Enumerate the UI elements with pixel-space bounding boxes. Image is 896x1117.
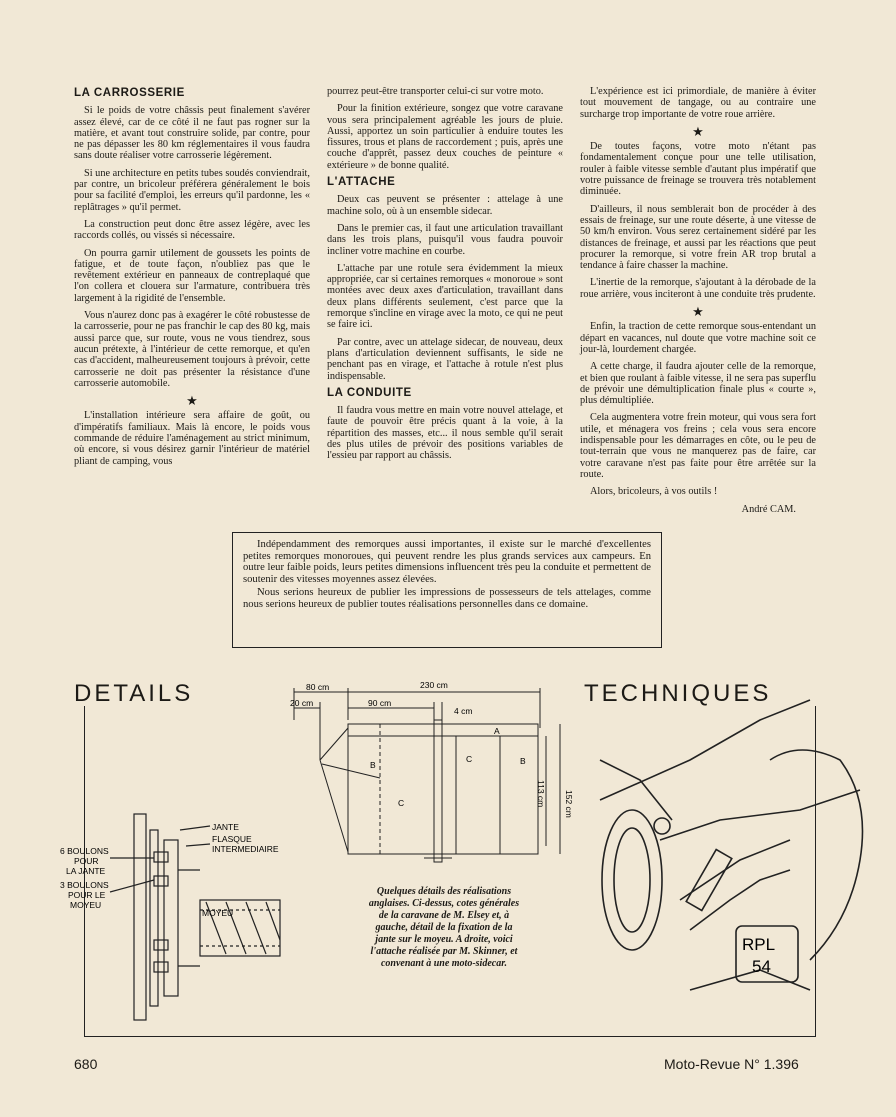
author-signature: André CAM. [741, 503, 796, 515]
paragraph: L'attache par une rotule sera évidemment… [327, 262, 563, 331]
figures-frame [84, 706, 816, 1037]
page-number: 680 [74, 1056, 98, 1072]
star-separator: ★ [692, 123, 704, 139]
star-separator: ★ [186, 393, 198, 409]
paragraph: L'expérience est ici primordiale, de man… [580, 86, 816, 120]
paragraph: Dans le premier cas, il faut une articul… [327, 222, 563, 257]
paragraph: Indépendamment des remorques aussi impor… [243, 539, 651, 585]
heading-carrosserie: LA CARROSSERIE [74, 87, 185, 99]
article-column-3: L'expérience est ici primordiale, de man… [580, 86, 816, 515]
paragraph: Par contre, avec un attelage sidecar, de… [327, 336, 563, 382]
paragraph: pourrez peut-être transporter celui-ci s… [327, 86, 544, 97]
paragraph: Nous serions heureux de publier les impr… [243, 587, 651, 610]
paragraph: De toutes façons, votre moto n'étant pas… [580, 141, 816, 198]
paragraph: L'inertie de la remorque, s'ajoutant à l… [580, 277, 816, 300]
paragraph: A cette charge, il faudra ajouter celle … [580, 361, 816, 407]
paragraph: Cela augmentera votre frein moteur, qui … [580, 412, 816, 480]
paragraph: La construction peut donc être assez lég… [74, 218, 310, 242]
figure-caption: Quelques détails des réalisations anglai… [368, 886, 520, 969]
star-separator: ★ [692, 304, 704, 320]
paragraph: Vous n'aurez donc pas à exagérer le côté… [74, 310, 310, 389]
article-column-2: pourrez peut-être transporter celui-ci s… [327, 86, 563, 468]
paragraph: Il faudra vous mettre en main votre nouv… [327, 405, 563, 462]
headline-techniques: TECHNIQUES [584, 680, 772, 707]
magazine-issue: Moto-Revue N° 1.396 [664, 1056, 799, 1072]
paragraph: Deux cas peuvent se présenter : attelage… [327, 194, 563, 217]
dim-230cm: 230 cm [420, 680, 448, 690]
paragraph: Si le poids de votre châssis peut finale… [74, 105, 310, 162]
paragraph: Alors, bricoleurs, à vos outils ! [590, 486, 718, 498]
heading-attache: L'ATTACHE [327, 176, 396, 189]
paragraph: Si une architecture en petits tubes soud… [74, 167, 310, 213]
paragraph: L'installation intérieure sera affaire d… [74, 410, 310, 467]
editorial-note-box: Indépendamment des remorques aussi impor… [232, 532, 662, 648]
dim-80cm: 80 cm [306, 682, 329, 692]
paragraph: On pourra garnir utilement de goussets l… [74, 247, 310, 304]
heading-conduite: LA CONDUITE [327, 386, 412, 399]
paragraph: D'ailleurs, il nous semblerait bon de pr… [580, 203, 816, 272]
paragraph: Enfin, la traction de cette remorque sou… [580, 321, 816, 355]
paragraph: Pour la finition extérieure, songez que … [327, 103, 563, 171]
article-column-1: LA CARROSSERIE Si le poids de votre châs… [74, 86, 310, 473]
headline-details: DETAILS [74, 680, 194, 707]
